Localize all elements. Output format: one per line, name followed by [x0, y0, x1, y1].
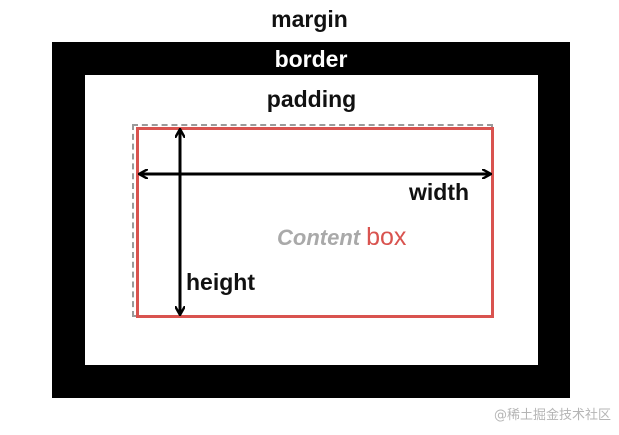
content-box-outline: [136, 127, 494, 318]
content-word: Content: [277, 225, 361, 250]
watermark-text: @稀土掘金技术社区: [493, 408, 611, 423]
height-label: height: [186, 269, 255, 295]
width-label: width: [409, 179, 470, 205]
border-label: border: [274, 46, 348, 72]
padding-label: padding: [266, 86, 357, 112]
box-word: box: [366, 223, 407, 251]
margin-label: margin: [271, 6, 348, 32]
